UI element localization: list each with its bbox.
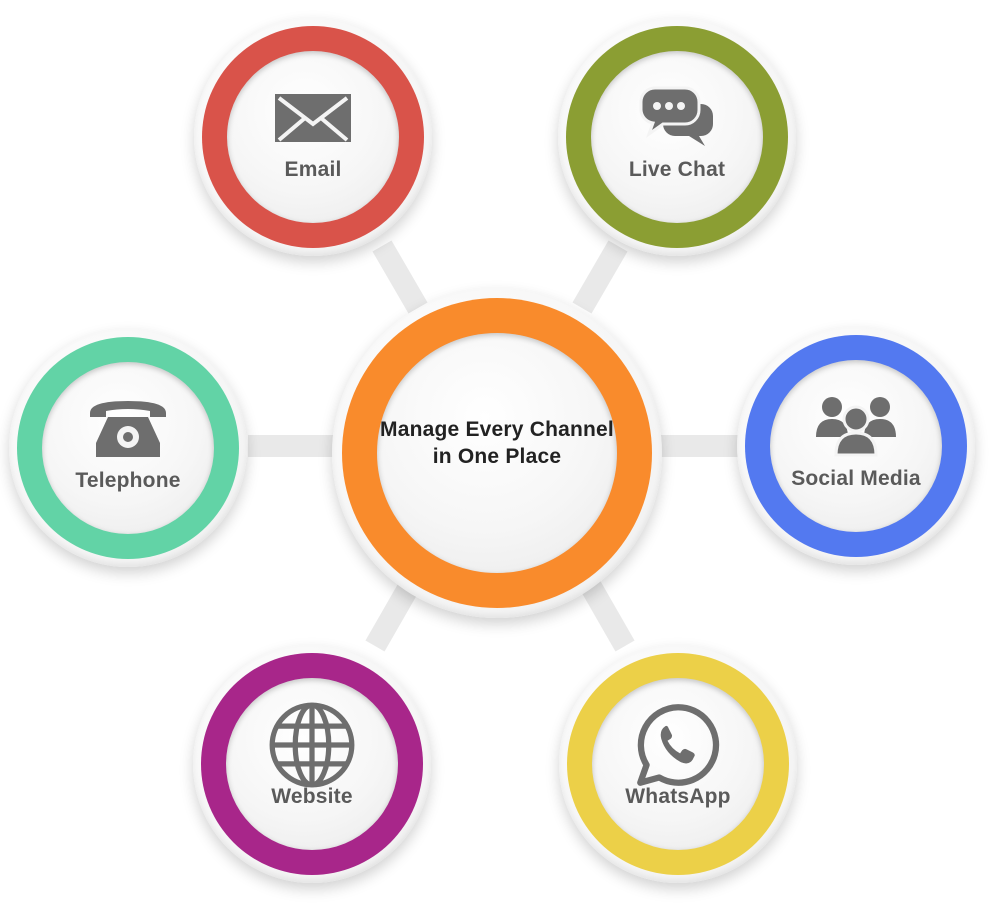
- channel-label-telephone: Telephone: [75, 469, 181, 492]
- channel-label-whatsapp: WhatsApp: [625, 785, 731, 808]
- hub-title-line-2: in One Place: [432, 445, 562, 468]
- node-inner: [591, 51, 763, 223]
- telephone-icon: [90, 401, 166, 457]
- channel-label-live-chat: Live Chat: [628, 158, 726, 181]
- channel-label-website: Website: [271, 785, 353, 808]
- envelope-icon: [275, 94, 351, 142]
- globe-icon: [269, 702, 355, 788]
- connector-live-chat: [572, 240, 628, 314]
- channel-node-social-media[interactable]: Social Media: [737, 327, 975, 565]
- hub-title-line-1: Manage Every Channel: [380, 418, 614, 441]
- channel-node-website[interactable]: Website: [193, 645, 431, 883]
- channel-node-live-chat[interactable]: Live Chat: [558, 18, 796, 256]
- connector-whatsapp: [580, 579, 635, 652]
- chat-bubbles-icon: [639, 86, 713, 146]
- people-group-icon: [816, 397, 896, 457]
- center-hub: Manage Every Channel in One Place: [332, 288, 662, 618]
- channel-label-social-media: Social Media: [791, 467, 921, 490]
- hub-title: Manage Every Channel in One Place: [332, 416, 662, 470]
- channel-node-whatsapp[interactable]: WhatsApp: [559, 645, 797, 883]
- channel-node-email[interactable]: Email: [194, 18, 432, 256]
- connector-website: [365, 579, 420, 652]
- channel-label-email: Email: [284, 158, 342, 181]
- channel-node-telephone[interactable]: Telephone: [9, 329, 247, 567]
- connector-email: [372, 240, 428, 314]
- whatsapp-icon: [637, 704, 720, 786]
- hub-inner: [377, 333, 617, 573]
